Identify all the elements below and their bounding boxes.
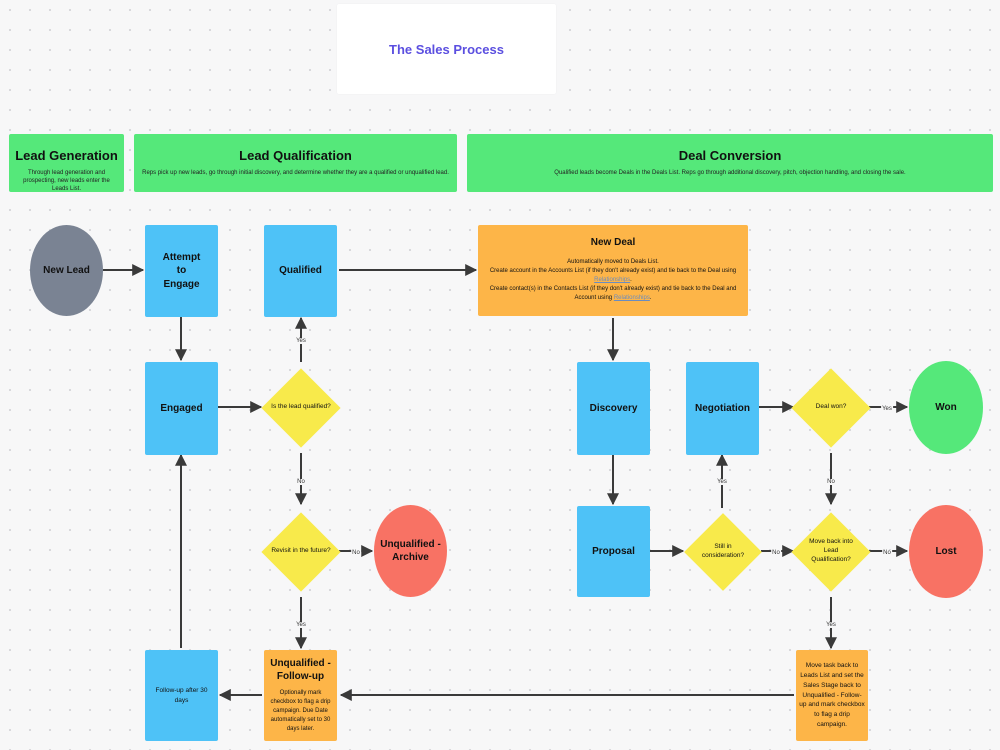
node-description: Optionally mark checkbox to flag a drip … [270,690,331,732]
section-description: Qualified leads become Deals in the Deal… [554,170,906,176]
edge-label-no: No [351,550,361,556]
new-deal-text: Create account in the Accounts List (if … [489,268,737,274]
decision-label: Move back into Lead Qualification? [809,538,853,563]
section-description: Reps pick up new leads, go through initi… [142,170,449,176]
node-proposal[interactable]: Proposal [577,506,650,597]
node-won[interactable]: Won [909,361,983,454]
decision-label: Revisit in the future? [271,547,331,555]
node-label: Move task back to Leads List and set the… [799,662,865,728]
new-deal-line: Automatically moved to Deals List. [567,259,659,265]
decision-revisit-future[interactable]: Revisit in the future? [261,506,341,597]
node-lost[interactable]: Lost [909,505,983,598]
node-label: Discovery [589,402,638,414]
edge-label-yes: Yes [295,338,307,344]
edge-label-yes: Yes [716,479,728,485]
node-label: Unqualified - Archive [380,539,441,563]
edge-label-no: No [296,479,306,485]
edge-label-no: No [826,479,836,485]
node-new-deal[interactable]: New Deal Automatically moved to Deals Li… [478,225,748,316]
node-description: Automatically moved to Deals List. Creat… [478,258,748,303]
edge-label-yes: Yes [295,622,307,628]
node-unqualified-follow-up[interactable]: Unqualified - Follow-up Optionally mark … [264,650,337,741]
node-qualified[interactable]: Qualified [264,225,337,317]
diagram-title: The Sales Process [389,41,504,57]
node-move-task-back[interactable]: Move task back to Leads List and set the… [796,650,868,741]
decision-deal-won[interactable]: Deal won? [791,362,871,453]
decision-label: Still in consideration? [701,543,745,559]
edge-label-yes: Yes [881,406,893,412]
node-attempt-to-engage[interactable]: Attempt to Engage [145,225,218,317]
decision-still-in-consideration[interactable]: Still in consideration? [684,508,762,596]
node-discovery[interactable]: Discovery [577,362,650,455]
section-deal-conversion[interactable]: Deal Conversion Qualified leads become D… [467,134,993,192]
node-label: Attempt to Engage [162,251,201,290]
edge-label-no: No [882,550,892,556]
section-description: Through lead generation and prospecting,… [23,170,110,193]
decision-is-lead-qualified[interactable]: Is the lead qualified? [261,362,341,453]
new-deal-line: Create account in the Accounts List (if … [489,268,737,283]
section-title: Lead Generation [15,148,118,163]
section-title: Deal Conversion [678,148,782,163]
node-label: Engaged [160,402,203,414]
node-label: New Lead [43,265,90,276]
decision-label: Deal won? [815,403,847,411]
edge-label-no: No [771,550,781,556]
node-follow-up-30-days[interactable]: Follow-up after 30 days [145,650,218,741]
node-label: Follow-up after 30 days [155,686,208,704]
node-label: Qualified [279,265,322,277]
node-label: Lost [935,546,957,557]
node-new-lead[interactable]: New Lead [30,225,103,316]
node-unqualified-archive[interactable]: Unqualified - Archive [374,505,447,597]
decision-move-back-lead-qualification[interactable]: Move back into Lead Qualification? [791,506,871,597]
node-negotiation[interactable]: Negotiation [686,362,759,455]
section-title: Lead Qualification [239,148,352,163]
node-label: Negotiation [695,402,750,414]
node-title: New Deal [590,237,636,248]
new-deal-line: Create contact(s) in the Contacts List (… [489,286,737,301]
section-lead-generation[interactable]: Lead Generation Through lead generation … [9,134,124,192]
diagram-title-card[interactable]: The Sales Process [337,4,556,94]
relationships-link[interactable]: Relationships [594,277,631,283]
edge-label-yes: Yes [825,622,837,628]
node-engaged[interactable]: Engaged [145,362,218,455]
node-label: Won [935,402,957,413]
decision-label: Is the lead qualified? [271,403,331,411]
node-title: Unqualified - Follow-up [270,658,331,682]
section-lead-qualification[interactable]: Lead Qualification Reps pick up new lead… [134,134,457,192]
relationships-link[interactable]: Relationships [613,295,650,301]
new-deal-text: Create contact(s) in the Contacts List (… [489,286,737,301]
node-label: Proposal [592,545,635,557]
